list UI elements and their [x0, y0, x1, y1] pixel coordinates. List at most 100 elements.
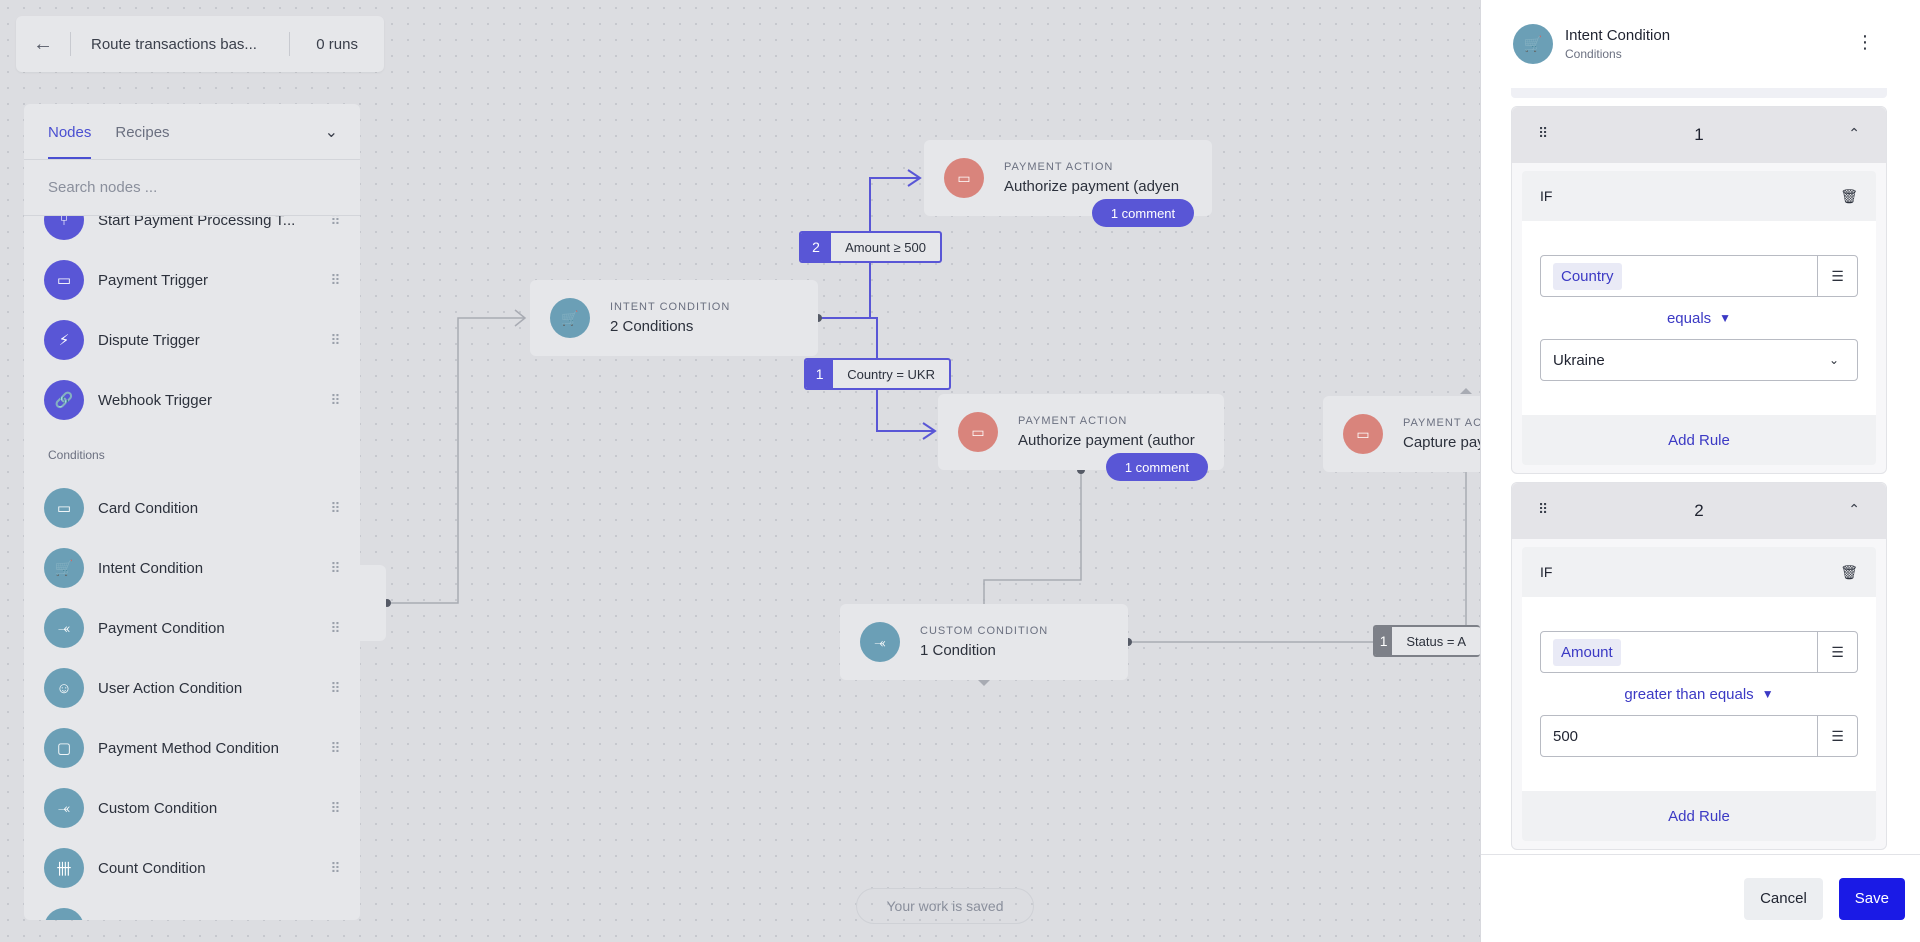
if-label: IF: [1540, 188, 1553, 204]
chevron-up-icon[interactable]: ⌃: [1848, 125, 1860, 141]
condition-number: 1: [1694, 125, 1704, 144]
operator-label: equals: [1666, 309, 1712, 327]
node-item-user-action-condition[interactable]: ☺ User Action Condition ⠿: [44, 668, 344, 708]
card-icon: ▭: [944, 158, 984, 198]
drag-handle-icon[interactable]: ⠿: [330, 216, 342, 228]
section-conditions: Conditions: [48, 448, 105, 462]
condition-card-1: ⠿ 1 ⌃ IF 🗑 Country ☰ equals ▼: [1511, 106, 1887, 474]
panel-subtitle: Conditions: [1565, 47, 1622, 61]
node-item-payment-condition[interactable]: ⤛ Payment Condition ⠿: [44, 608, 344, 648]
trash-icon[interactable]: 🗑: [1840, 563, 1858, 580]
node-item-dispute-trigger[interactable]: ⚡ Dispute Trigger ⠿: [44, 320, 344, 360]
workflow-title[interactable]: Route transactions bas...: [91, 35, 257, 53]
cancel-button[interactable]: Cancel: [1744, 877, 1823, 920]
payment-action-node-capture[interactable]: ▭ PAYMENT ACT Capture paym: [1323, 396, 1480, 472]
node-name: Capture paym: [1403, 434, 1480, 451]
condition-card-header: ⠿ 2 ⌃: [1512, 483, 1886, 539]
drag-handle-icon[interactable]: ⠿: [330, 859, 342, 876]
custom-condition-node[interactable]: ⤛ CUSTOM CONDITION 1 Condition: [840, 604, 1128, 680]
variable-search-icon[interactable]: ☰: [1817, 716, 1857, 756]
drag-handle-icon[interactable]: ⠿: [330, 679, 342, 696]
variable-search-icon[interactable]: ☰: [1817, 632, 1857, 672]
add-rule-button[interactable]: Add Rule: [1668, 431, 1730, 449]
comment-badge[interactable]: 1 comment: [1106, 453, 1208, 481]
field-selector[interactable]: Country ☰: [1540, 255, 1858, 297]
panel-footer: Cancel Save: [1481, 854, 1920, 942]
node-item-payment-method-condition[interactable]: ▢ Payment Method Condition ⠿: [44, 728, 344, 768]
previous-section-edge: [1511, 88, 1887, 98]
rule-editor: Country ☰ equals ▼ Ukraine ⌄: [1522, 221, 1876, 415]
field-selector[interactable]: Amount ☰: [1540, 631, 1858, 673]
if-label: IF: [1540, 564, 1553, 580]
edge-label-country[interactable]: 1 Country = UKR: [804, 358, 951, 390]
cart-icon: 🛒: [550, 298, 590, 338]
intent-condition-node[interactable]: 🛒 INTENT CONDITION 2 Conditions: [530, 280, 818, 356]
drag-handle-icon[interactable]: ⠿: [330, 271, 342, 288]
runs-count[interactable]: 0 runs: [316, 35, 358, 53]
operator-dropdown[interactable]: equals ▼: [1540, 297, 1858, 339]
node-item-card-condition[interactable]: ▭ Card Condition ⠿: [44, 488, 344, 528]
field-chip[interactable]: Country: [1553, 262, 1622, 290]
tab-recipes[interactable]: Recipes: [115, 124, 170, 141]
chevron-down-icon: ▼: [1719, 311, 1732, 325]
comment-badge[interactable]: 1 comment: [1092, 199, 1194, 227]
trash-icon[interactable]: 🗑: [1840, 187, 1858, 204]
node-name: Authorize payment (adyen: [1004, 178, 1180, 195]
value-select[interactable]: Ukraine ⌄: [1540, 339, 1858, 381]
drag-handle-icon[interactable]: ⠿: [330, 559, 342, 576]
branch-icon: ⤛: [44, 788, 84, 828]
if-row: IF 🗑: [1522, 547, 1876, 597]
payment-action-node-authorize[interactable]: ▭ PAYMENT ACTION Authorize payment (auth…: [938, 394, 1224, 470]
chevron-down-icon[interactable]: ⌄: [324, 124, 338, 141]
back-button[interactable]: ←: [16, 16, 70, 72]
edge-label-status[interactable]: 1 Status = A: [1373, 625, 1480, 657]
bolt-icon: ⚡: [44, 320, 84, 360]
node-item-partial[interactable]: [44, 908, 344, 920]
divider: [289, 32, 291, 56]
card-icon: ▭: [44, 260, 84, 300]
drag-handle-icon[interactable]: ⠿: [330, 739, 342, 756]
node-item-label: Payment Method Condition: [98, 739, 279, 757]
add-rule-button[interactable]: Add Rule: [1668, 807, 1730, 825]
value-text[interactable]: 500: [1553, 727, 1579, 745]
edge-priority: 1: [1375, 627, 1393, 655]
node-item-custom-condition[interactable]: ⤛ Custom Condition ⠿: [44, 788, 344, 828]
tab-nodes[interactable]: Nodes: [48, 124, 92, 159]
drag-handle-icon[interactable]: ⠿: [330, 391, 342, 408]
chevron-up-icon[interactable]: ⌃: [1848, 501, 1860, 517]
edge-condition: Amount ≥ 500: [845, 239, 926, 255]
save-button[interactable]: Save: [1838, 877, 1905, 920]
flow-start-icon: ⑂: [44, 216, 84, 240]
drag-handle-icon[interactable]: ⠿: [1538, 125, 1549, 141]
drag-handle-icon[interactable]: ⠿: [1538, 501, 1549, 517]
search-input[interactable]: [48, 179, 328, 196]
drag-handle-icon[interactable]: ⠿: [330, 619, 342, 636]
panel-body[interactable]: ⠿ 1 ⌃ IF 🗑 Country ☰ equals ▼: [1481, 88, 1920, 854]
drag-handle-icon[interactable]: ⠿: [330, 799, 342, 816]
variable-search-icon[interactable]: ☰: [1817, 256, 1857, 296]
node-item-count-condition[interactable]: 卌 Count Condition ⠿: [44, 848, 344, 888]
field-chip[interactable]: Amount: [1553, 638, 1621, 666]
drag-handle-icon[interactable]: ⠿: [330, 331, 342, 348]
node-item-label: Card Condition: [98, 499, 199, 517]
drag-handle-icon[interactable]: ⠿: [330, 499, 342, 516]
edge-condition: Status = A: [1406, 633, 1466, 649]
condition-icon: [44, 908, 84, 920]
workflow-canvas[interactable]: ← Route transactions bas... 0 runs 🛒 INT…: [0, 0, 1480, 942]
node-item-label: Payment Condition: [98, 619, 225, 637]
node-item-payment-trigger[interactable]: ▭ Payment Trigger ⠿: [44, 260, 344, 300]
node-item-label: User Action Condition: [98, 679, 243, 697]
node-item-intent-condition[interactable]: 🛒 Intent Condition ⠿: [44, 548, 344, 588]
palette-tabs: Nodes Recipes ⌄: [24, 104, 360, 160]
cart-icon: 🛒: [44, 548, 84, 588]
edge-label-amount[interactable]: 2 Amount ≥ 500: [799, 231, 942, 263]
operator-dropdown[interactable]: greater than equals ▼: [1540, 673, 1858, 715]
node-type: PAYMENT ACT: [1403, 417, 1480, 429]
if-block: IF 🗑 Country ☰ equals ▼ Ukraine ⌄: [1522, 171, 1876, 465]
node-item-start-payment-processing[interactable]: ⑂ Start Payment Processing T... ⠿: [44, 216, 344, 240]
node-item-label: Intent Condition: [98, 559, 204, 577]
value-input[interactable]: 500 ☰: [1540, 715, 1858, 757]
more-vertical-icon[interactable]: ⋮: [1856, 32, 1874, 52]
node-item-webhook-trigger[interactable]: 🔗 Webhook Trigger ⠿: [44, 380, 344, 420]
operator-label: greater than equals: [1624, 685, 1754, 703]
